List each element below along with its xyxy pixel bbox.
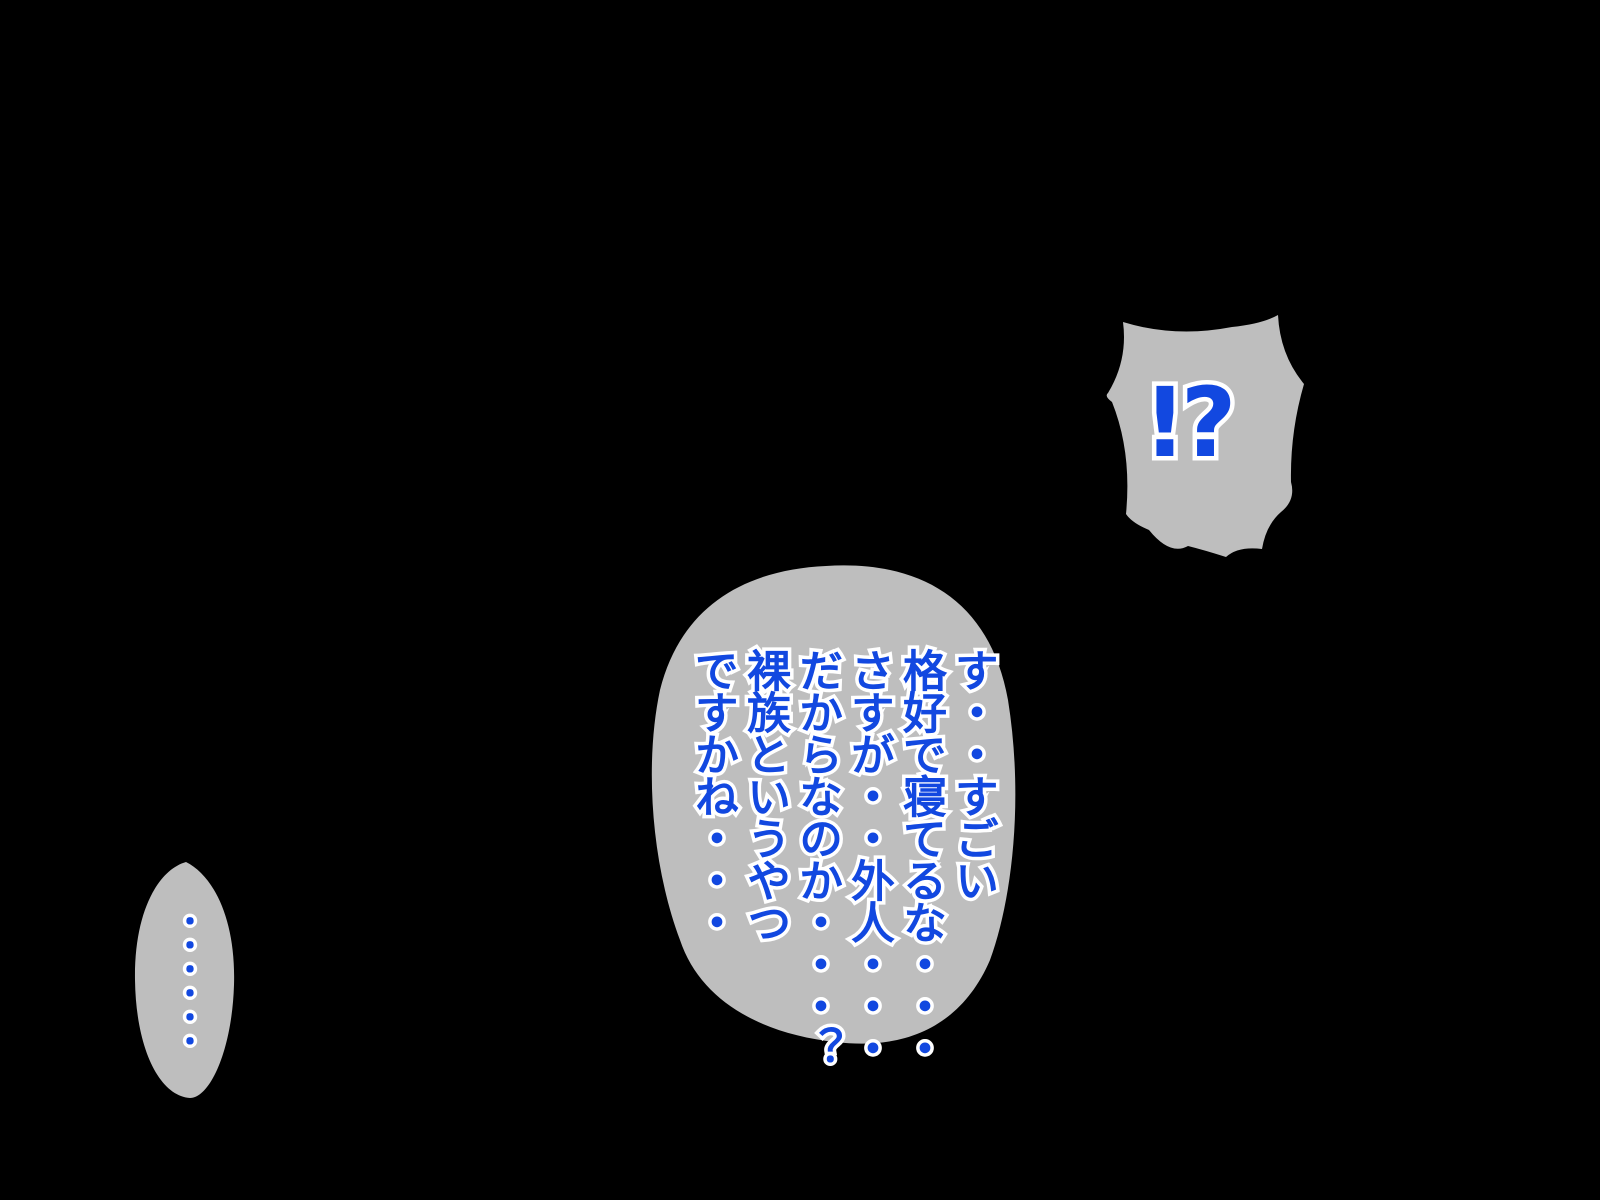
shout-text: !? (1139, 364, 1241, 483)
speech-text: す・・すごい 格好で寝てるな・・・ さすが・・外人・・・ だからなのか・・・？ … (684, 645, 1002, 1072)
speech-bubble (651, 565, 1016, 1044)
ellipsis-text: ・・・・・・ (166, 903, 208, 1054)
small-bubble (134, 862, 235, 1098)
shout-bubble (1106, 315, 1304, 557)
